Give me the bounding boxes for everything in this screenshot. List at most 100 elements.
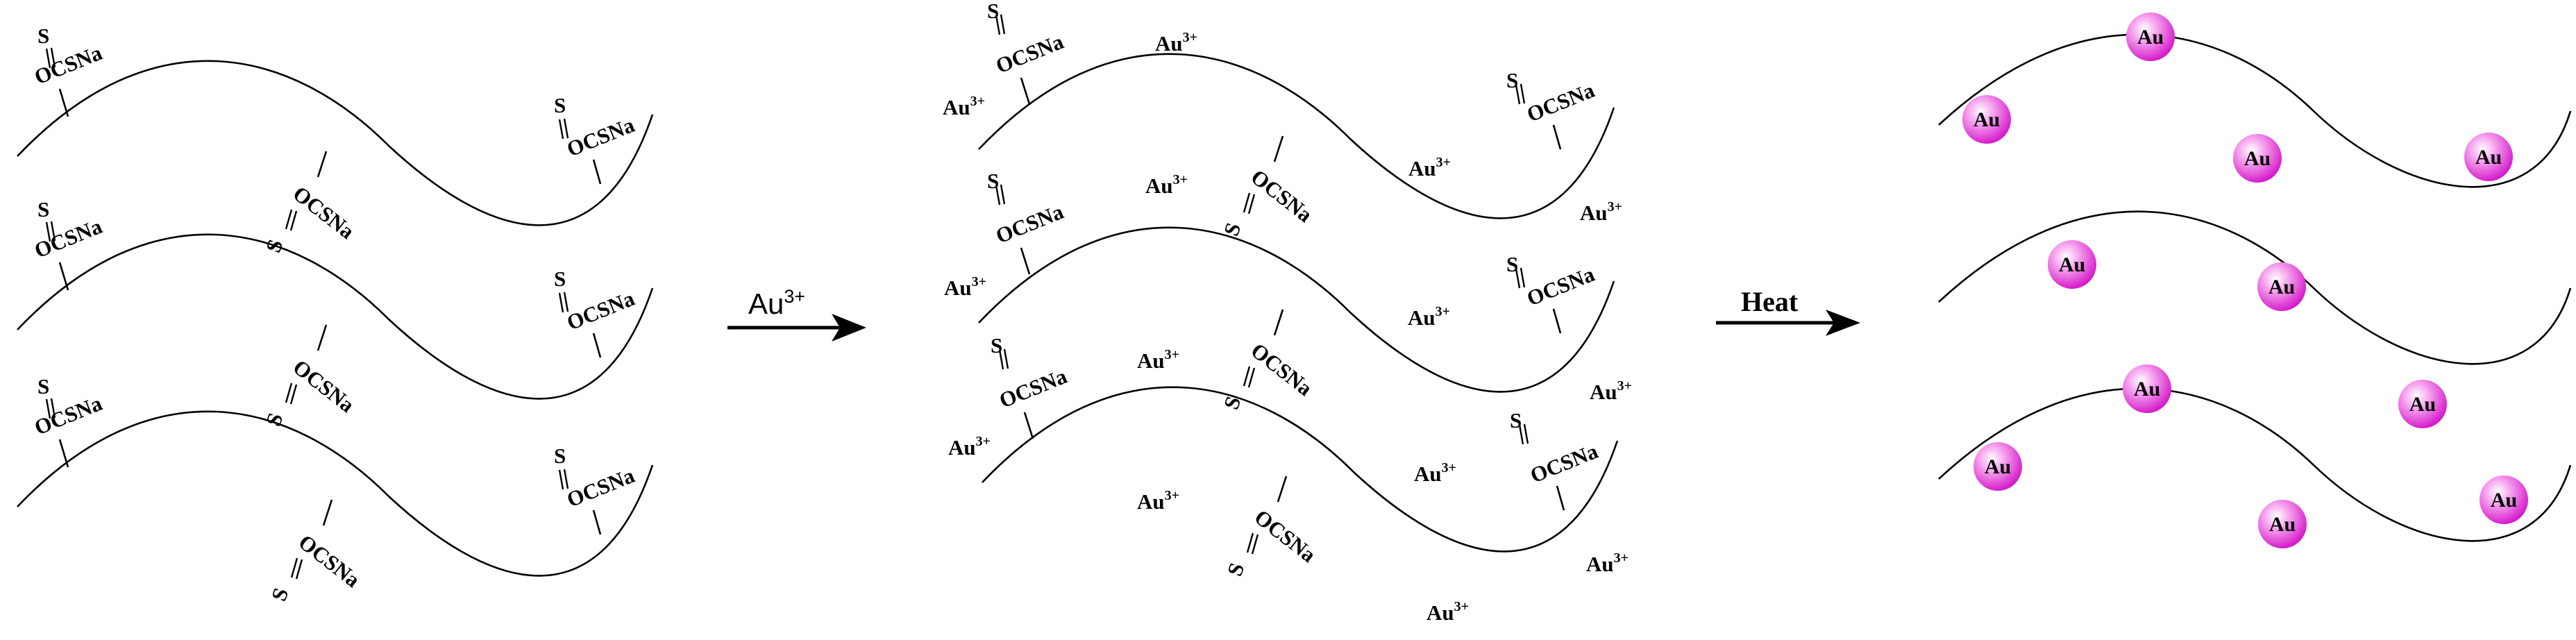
svg-text:OCSNa: OCSNa: [996, 364, 1071, 413]
svg-text:Au: Au: [2475, 146, 2502, 169]
svg-text:S: S: [554, 93, 566, 117]
xanthate-group: OCSNa S: [1506, 68, 1599, 150]
svg-text:Au3+: Au3+: [1155, 30, 1197, 56]
xanthate-group: OCSNa S: [991, 333, 1070, 439]
polymer-chain: [17, 60, 654, 226]
svg-text:S: S: [554, 267, 566, 291]
au-nanoparticle: Au: [2398, 380, 2447, 428]
svg-text:OCSNa: OCSNa: [1524, 262, 1599, 311]
au-nanoparticle: Au: [2126, 12, 2175, 61]
svg-text:OCSNa: OCSNa: [564, 286, 639, 335]
xanthate-group: OCSNa S: [31, 197, 106, 291]
svg-text:S: S: [987, 169, 999, 193]
svg-text:Au3+: Au3+: [948, 434, 991, 460]
arrow-label-au3: Au3+: [748, 286, 805, 320]
svg-text:OCSNa: OCSNa: [993, 199, 1068, 249]
au-nanoparticle: Au: [2464, 133, 2513, 181]
svg-text:Au3+: Au3+: [1590, 378, 1632, 404]
reaction-arrow-au3: Au3+: [727, 286, 866, 342]
svg-text:OCSNa: OCSNa: [1247, 165, 1318, 227]
svg-text:Au: Au: [1985, 455, 2011, 478]
polymer-chain: [978, 226, 1615, 393]
arrow-label-heat: Heat: [1741, 286, 1799, 317]
svg-text:S: S: [1506, 252, 1518, 276]
svg-text:OCSNa: OCSNa: [1527, 439, 1602, 488]
svg-text:Au3+: Au3+: [944, 274, 986, 300]
xanthate-group: OCSNa S: [267, 499, 365, 604]
svg-text:S: S: [1222, 559, 1249, 579]
xanthate-group: OCSNa S: [554, 267, 639, 358]
svg-text:Au3+: Au3+: [1414, 460, 1456, 486]
svg-text:OCSNa: OCSNa: [1524, 78, 1599, 127]
au-nanoparticle: Au: [1962, 95, 2011, 144]
au3-ion: Au3+: [1590, 378, 1632, 404]
polymer-chain: [1938, 33, 2572, 188]
svg-text:S: S: [987, 0, 999, 23]
svg-text:Au: Au: [2491, 489, 2517, 512]
svg-text:OCSNa: OCSNa: [1250, 505, 1321, 567]
panel-au-nanoparticles: Au Au Au Au Au Au Au Au Au Au Au: [1938, 12, 2572, 548]
xanthate-group: OCSNa S: [31, 24, 106, 117]
svg-text:S: S: [37, 24, 49, 48]
au3-ion: Au3+: [1426, 599, 1469, 625]
svg-text:Au: Au: [2268, 276, 2295, 298]
au3-ion: Au3+: [1586, 550, 1628, 576]
svg-text:Au: Au: [2059, 253, 2085, 276]
polymer-chain: [17, 233, 654, 400]
svg-text:OCSNa: OCSNa: [1247, 338, 1318, 401]
au3-ion: Au3+: [948, 434, 991, 460]
xanthate-group: OCSNa S: [554, 93, 639, 185]
xanthate-group: OCSNa S: [261, 151, 360, 255]
xanthate-group: OCSNa S: [1510, 408, 1602, 511]
svg-text:S: S: [1506, 68, 1518, 92]
au3-ion: Au3+: [1408, 155, 1451, 180]
xanthate-group: OCSNa S: [987, 0, 1067, 105]
svg-text:Au3+: Au3+: [1408, 155, 1451, 180]
svg-text:S: S: [37, 197, 49, 221]
xanthate-group: OCSNa S: [1219, 309, 1318, 412]
au3-ion: Au3+: [944, 274, 986, 300]
svg-text:S: S: [37, 374, 49, 398]
svg-text:Au: Au: [2409, 393, 2436, 416]
svg-text:Au3+: Au3+: [1137, 488, 1179, 514]
au3-ion: Au3+: [1155, 30, 1197, 56]
au-nanoparticle: Au: [2257, 262, 2306, 311]
xanthate-group: OCSNa S: [987, 169, 1068, 275]
svg-text:Au: Au: [2134, 378, 2160, 401]
svg-text:Au: Au: [1973, 108, 2000, 131]
au-nanoparticle: Au: [2233, 134, 2282, 183]
au3-ion: Au3+: [1580, 199, 1622, 225]
au3-ion: Au3+: [1137, 488, 1179, 514]
svg-text:Au3+: Au3+: [1580, 199, 1622, 225]
svg-text:Au3+: Au3+: [943, 94, 985, 119]
svg-text:Au3+: Au3+: [1145, 172, 1188, 198]
svg-text:OCSNa: OCSNa: [564, 112, 639, 162]
svg-text:S: S: [267, 584, 294, 604]
svg-text:OCSNa: OCSNa: [294, 530, 365, 592]
polymer-chain: [17, 410, 654, 577]
svg-text:OCSNa: OCSNa: [564, 463, 639, 512]
au-nanoparticle: Au: [2123, 364, 2171, 413]
polymer-chain: [1938, 387, 2572, 542]
polymer-chain: [978, 53, 1615, 219]
svg-text:S: S: [261, 410, 288, 429]
au3-ion: Au3+: [1137, 347, 1179, 373]
reaction-arrow-heat: Heat: [1716, 286, 1860, 336]
svg-text:Au: Au: [2244, 147, 2271, 170]
svg-text:Au3+: Au3+: [1137, 347, 1179, 373]
svg-text:Au: Au: [2269, 513, 2296, 536]
xanthate-group: OCSNa S: [31, 374, 106, 468]
svg-text:OCSNa: OCSNa: [289, 355, 360, 417]
panel-au-ion-complex: OCSNa S OCSNa S OCSNa S OCSNa S OCSNa S: [943, 0, 1632, 625]
xanthate-group: OCSNa S: [261, 324, 360, 429]
svg-text:S: S: [261, 236, 288, 255]
panel-xanthate-polymer: OCSNa S OCSNa S OCSNa S OCSNa S OCSNa S: [17, 24, 654, 604]
svg-text:Au: Au: [2137, 26, 2164, 49]
xanthate-group: OCSNa S: [1506, 252, 1599, 334]
polymer-chain: [982, 386, 1619, 553]
xanthate-group: OCSNa S: [554, 444, 639, 535]
svg-text:OCSNa: OCSNa: [289, 181, 360, 244]
svg-text:S: S: [1219, 219, 1246, 239]
svg-text:S: S: [991, 333, 1002, 357]
au-nanoparticle: Au: [2258, 500, 2307, 548]
